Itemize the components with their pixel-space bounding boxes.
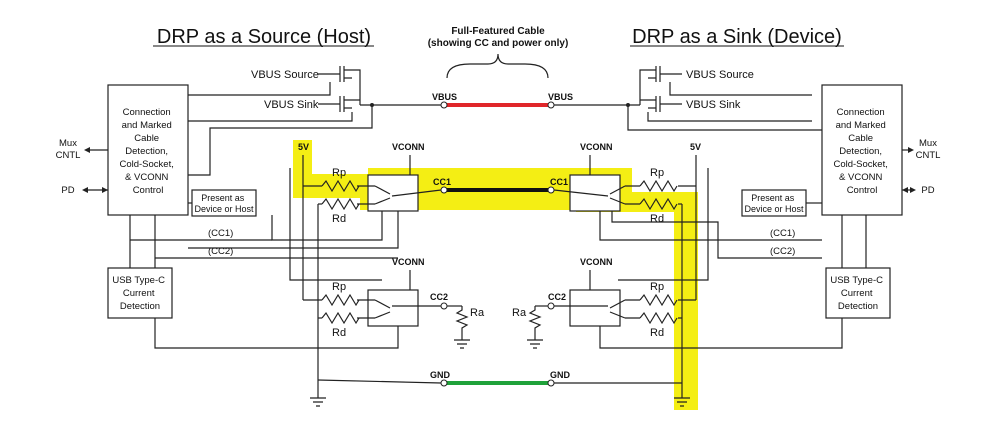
- svg-text:GND: GND: [550, 370, 571, 380]
- svg-text:(CC2): (CC2): [770, 246, 795, 257]
- svg-text:VBUS Sink: VBUS Sink: [264, 99, 319, 111]
- left-control-box: [107, 84, 189, 216]
- svg-text:VBUS: VBUS: [548, 92, 573, 102]
- svg-text:VCONN: VCONN: [392, 257, 425, 267]
- rd-cc1-right: [639, 197, 678, 211]
- right-control-box: [821, 84, 903, 216]
- svg-text:Present as Device or Hos: Present as Device or Host: [194, 193, 254, 214]
- right-current-box: [825, 267, 891, 319]
- cable-subtitle: (showing CC and power only): [428, 38, 569, 49]
- svg-text:Rp: Rp: [650, 281, 664, 293]
- svg-text:(CC1): (CC1): [770, 228, 795, 239]
- svg-text:VBUS Source: VBUS Source: [251, 69, 319, 81]
- svg-text:Present as Device or Hos: Present as Device or Host: [744, 193, 804, 214]
- cable-wires: VBUS VBUS CC1 CC1 GND GND: [430, 92, 573, 387]
- titles: DRP as a Source (Host) DRP as a Sink (De…: [153, 26, 844, 79]
- ra-left: [455, 306, 469, 340]
- right-present-box: [741, 189, 807, 217]
- rd-cc2-left: [321, 311, 360, 325]
- title-right: DRP as a Sink (Device): [632, 26, 842, 48]
- svg-text:Rp: Rp: [332, 281, 346, 293]
- svg-text:VBUS Source: VBUS Source: [686, 69, 754, 81]
- svg-text:Rd: Rd: [332, 327, 346, 339]
- right-cc2-switch: [569, 289, 621, 327]
- svg-text:Ra: Ra: [470, 307, 485, 319]
- svg-text:Rd: Rd: [650, 327, 664, 339]
- ground-left-icon: [310, 397, 326, 407]
- svg-text:VBUS Sink: VBUS Sink: [686, 99, 741, 111]
- cable-title: Full-Featured Cable: [451, 26, 545, 37]
- svg-text:Rd: Rd: [332, 213, 346, 225]
- cc1-highlight-path: [293, 140, 698, 410]
- svg-text:5V: 5V: [690, 142, 701, 152]
- svg-text:Connection and Marked: Connection and Marked Cable Detection, C…: [833, 107, 890, 196]
- rd-cc1-left: [321, 197, 360, 211]
- left-control-text: Connection and Marked Cable Detection, C…: [119, 107, 176, 196]
- svg-text:CNTL: CNTL: [916, 150, 941, 161]
- svg-text:Ra: Ra: [512, 307, 527, 319]
- pd-arrow-left-icon: [82, 187, 88, 193]
- svg-text:USB Type-C Current: USB Type-C Current Detection: [112, 275, 167, 312]
- svg-text:(CC1): (CC1): [208, 228, 233, 239]
- svg-text:CC2: CC2: [548, 292, 566, 302]
- svg-text:GND: GND: [430, 370, 451, 380]
- svg-text:CC2: CC2: [430, 292, 448, 302]
- rp-cc2-right: [639, 293, 678, 307]
- svg-text:Rp: Rp: [332, 167, 346, 179]
- rd-cc2-right: [639, 311, 678, 325]
- svg-text:CNTL: CNTL: [56, 150, 81, 161]
- svg-text:Rp: Rp: [650, 167, 664, 179]
- title-left: DRP as a Source (Host): [157, 26, 371, 48]
- rp-cc1-left: [321, 179, 360, 193]
- svg-text:VBUS: VBUS: [432, 92, 457, 102]
- svg-text:Rd: Rd: [650, 213, 664, 225]
- svg-text:(CC2): (CC2): [208, 246, 233, 257]
- ra-right: [528, 306, 542, 340]
- svg-text:Mux: Mux: [59, 138, 77, 149]
- left-cc1-switch: [367, 174, 419, 212]
- right-side: Connection and Marked Cable Detection, C…: [512, 66, 941, 407]
- mux-arrow-icon: [84, 147, 90, 153]
- svg-text:5V: 5V: [298, 142, 309, 152]
- svg-text:VCONN: VCONN: [392, 142, 425, 152]
- left-current-box: [107, 267, 173, 319]
- rp-cc1-right: [639, 179, 678, 193]
- svg-text:VCONN: VCONN: [580, 142, 613, 152]
- left-cc2-switch: [367, 289, 419, 327]
- mux-arrow-right-icon: [908, 147, 914, 153]
- ground-right-icon: [674, 397, 690, 407]
- svg-text:VCONN: VCONN: [580, 257, 613, 267]
- svg-text:PD: PD: [61, 185, 74, 196]
- cable-brace: [446, 53, 549, 79]
- svg-text:USB Type-C Current: USB Type-C Current Detection: [830, 275, 885, 312]
- left-side: Connection and Marked Cable Detection, C…: [56, 66, 485, 407]
- rp-cc2-left: [321, 293, 360, 307]
- svg-text:PD: PD: [921, 185, 934, 196]
- svg-text:Mux: Mux: [919, 138, 937, 149]
- svg-text:CC1: CC1: [433, 177, 451, 187]
- ground-ra-left-icon: [454, 339, 470, 349]
- ground-ra-right-icon: [527, 339, 543, 349]
- pd-arrow-right-icon: [102, 187, 108, 193]
- svg-text:CC1: CC1: [550, 177, 568, 187]
